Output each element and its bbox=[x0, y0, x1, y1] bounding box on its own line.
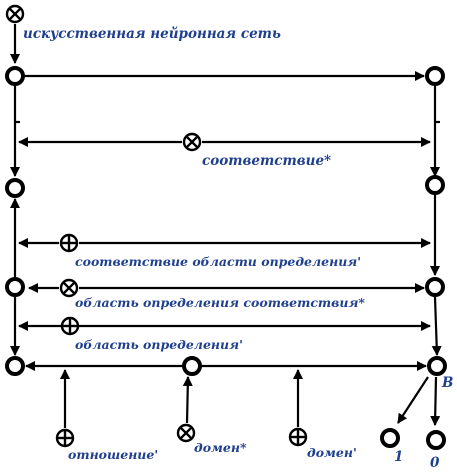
label-domain-star: домен* bbox=[194, 440, 247, 455]
node-one[interactable] bbox=[380, 428, 400, 448]
label-relation: отношение' bbox=[68, 447, 158, 462]
node-mid-4[interactable] bbox=[182, 356, 202, 376]
label-one: 1 bbox=[394, 449, 403, 465]
node-right-1[interactable] bbox=[425, 66, 445, 86]
label-b: B bbox=[441, 375, 453, 391]
label-ann: искусственная нейронная сеть bbox=[23, 26, 281, 42]
edge-b-to-zero bbox=[430, 376, 441, 426]
label-zero: 0 bbox=[430, 455, 440, 471]
label-domain-prime: домен' bbox=[307, 445, 357, 460]
domain-prime-operator-node[interactable] bbox=[288, 427, 308, 447]
label-domain-of-corr: область определения соответствия* bbox=[75, 295, 365, 310]
node-left-4[interactable] bbox=[5, 356, 25, 376]
label-domain: область определения' bbox=[75, 337, 243, 352]
edge-right-3-4 bbox=[431, 296, 442, 356]
node-left-3[interactable] bbox=[5, 277, 25, 297]
domain-of-corr-operator-node[interactable] bbox=[59, 278, 79, 298]
node-right-3[interactable] bbox=[425, 277, 445, 297]
node-left-1[interactable] bbox=[5, 66, 25, 86]
corr-operator-node[interactable] bbox=[182, 132, 202, 152]
domain-star-operator-node[interactable] bbox=[176, 423, 196, 443]
edge-domain-star-up bbox=[182, 376, 193, 424]
node-zero[interactable] bbox=[426, 430, 446, 450]
edge-b-to-one bbox=[397, 376, 429, 424]
node-b[interactable] bbox=[427, 356, 447, 376]
label-corr: соответствие* bbox=[202, 153, 331, 169]
relation-operator-node[interactable] bbox=[55, 428, 75, 448]
corr-domain-operator-node[interactable] bbox=[59, 233, 79, 253]
ann-operator-node[interactable] bbox=[5, 4, 25, 24]
node-right-2[interactable] bbox=[425, 175, 445, 195]
label-corr-domain: соответствие области определения' bbox=[75, 254, 361, 269]
node-left-2[interactable] bbox=[5, 178, 25, 198]
domain-operator-node[interactable] bbox=[60, 316, 80, 336]
